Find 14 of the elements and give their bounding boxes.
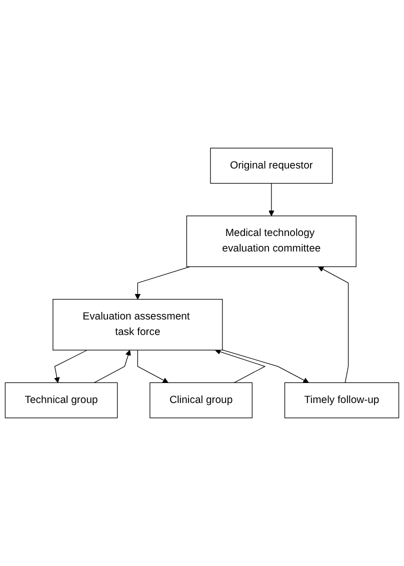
arrow	[94, 350, 131, 384]
node-box: Medical technology evaluation committee	[186, 216, 356, 268]
arrow	[134, 266, 190, 300]
node-box: Original requestor	[210, 148, 333, 184]
arrow	[54, 350, 88, 383]
node-box: Evaluation assessment task force	[52, 298, 223, 350]
arrow	[318, 266, 349, 384]
arrow	[137, 350, 168, 383]
node-box: Technical group	[4, 382, 118, 418]
arrow	[222, 350, 309, 383]
node-box: Timely follow-up	[284, 382, 400, 418]
arrow	[268, 182, 274, 216]
arrow	[214, 349, 266, 384]
node-box: Clinical group	[150, 382, 252, 418]
